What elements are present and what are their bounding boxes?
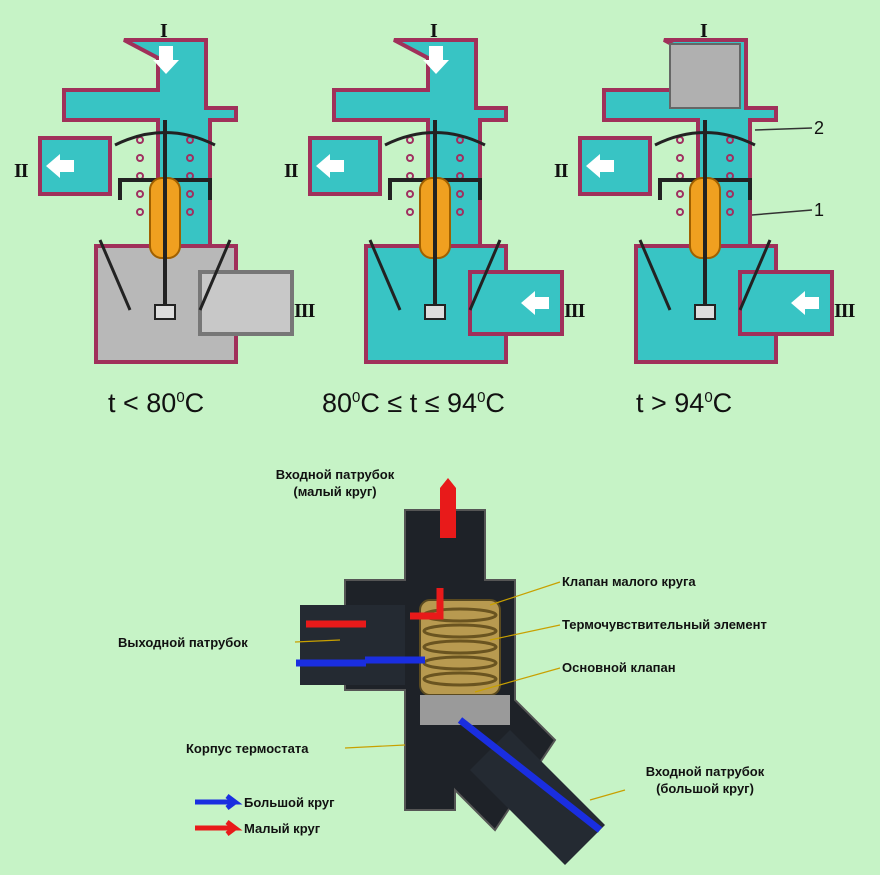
spring-coil [726,190,734,198]
flow-arrow-left [586,154,614,178]
spring-coil [422,623,498,639]
inlet-pipe-III [198,270,294,336]
flow-arrow-left [46,154,74,178]
inlet-pipe-III [468,270,564,336]
flow-arrow-down [153,46,179,74]
legend-small-circuit: Малый круг [244,821,321,836]
spring-coil [456,208,464,216]
spring-coil [676,136,684,144]
label-housing: Корпус термостата [186,741,309,756]
spring-coil [186,190,194,198]
label-outlet-II: II [554,160,569,182]
label-outlet: Выходной патрубок [118,635,248,650]
label-small-valve: Клапан малого круга [562,574,696,589]
spring-coil [726,154,734,162]
spring-coil [422,639,498,655]
condition-warm: 800C ≤ t ≤ 940C [322,388,505,418]
spring-coil [136,190,144,198]
flow-arrow-left [521,291,549,315]
flow-arrow-left [791,291,819,315]
valve-frame [638,239,772,311]
label-outlet-II: II [284,160,299,182]
spring-coil [456,154,464,162]
spring-coil [136,208,144,216]
condition-cold: t < 800C [108,388,205,418]
legend-big-circuit: Большой круг [244,795,335,810]
red-arrow-path [306,588,444,628]
label-inlet-I: I [700,20,708,42]
valve-frame [98,239,232,311]
legend-arrow-blue [195,794,243,810]
blue-arrow-path [296,656,425,667]
label-inlet-III: III [564,300,585,322]
label-outlet-II: II [14,160,29,182]
label-inlet-I: I [430,20,438,42]
spring-coil [676,208,684,216]
leader-line [589,789,626,801]
label-thermo-element: Термочувствительный элемент [562,617,767,632]
spring-coil [136,154,144,162]
label-inlet-I: I [160,20,168,42]
callout-line-1 [751,209,813,216]
leader-line [489,581,561,606]
leader-line [489,624,561,641]
spring-coil [406,208,414,216]
flow-arrow-down [423,46,449,74]
flow-arrow-left [316,154,344,178]
inlet-big-hose [470,730,605,865]
spring-coil [406,136,414,144]
stem-end [154,304,176,320]
spring-coil [406,190,414,198]
thermostat-photo [296,478,605,865]
callout-line-2 [754,127,813,131]
thermostat-cross-section [308,38,564,364]
callout-2: 2 [814,118,825,138]
spring-coil [422,671,498,687]
closed-inlet-cylinder [669,43,741,109]
spring-coil [406,154,414,162]
leader-line [294,639,341,643]
spring-coil [726,208,734,216]
outlet-hose [300,605,405,685]
spring-coil [186,208,194,216]
label-inlet-III: III [294,300,315,322]
label-inlet-big-circuit: Входной патрубок(большой круг) [645,764,765,796]
stem-end [694,304,716,320]
leader-line [344,744,406,749]
label-inlet-small-circuit: Входной патрубок(малый круг) [275,467,395,499]
red-arrow-inlet [440,478,456,538]
spring-coil [456,190,464,198]
valve-frame [368,239,502,311]
stem-end [424,304,446,320]
callout-1: 1 [814,200,825,220]
condition-hot: t > 940C [636,388,733,418]
spring-coil [136,136,144,144]
thermostat-cross-section [38,38,294,364]
label-main-valve: Основной клапан [562,660,676,675]
label-inlet-III: III [834,300,855,322]
leader-line [474,667,561,693]
spring-coil [186,154,194,162]
legend-arrow-red [195,820,243,836]
spring-coil [676,190,684,198]
blue-arrow-inlet [457,717,603,833]
thermostat-cross-section [578,38,834,364]
spring-coil [676,154,684,162]
